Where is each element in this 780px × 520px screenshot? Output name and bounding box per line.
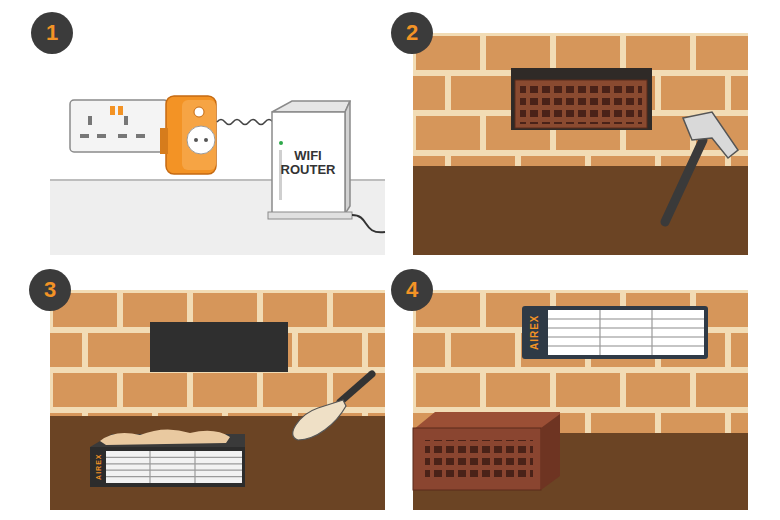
callout-number: 2 xyxy=(406,22,418,44)
divider xyxy=(651,310,652,355)
slat xyxy=(548,327,704,328)
callout-number: 4 xyxy=(406,279,418,301)
step-badge: 4 xyxy=(390,268,434,312)
divider xyxy=(149,451,150,483)
panel-one xyxy=(50,55,385,255)
callout-number: 3 xyxy=(44,279,56,301)
callout-number: 1 xyxy=(46,22,58,44)
divider xyxy=(599,310,600,355)
badge-circle xyxy=(31,12,73,54)
brand-label: AIREX xyxy=(94,454,101,480)
slat xyxy=(106,470,242,471)
brand-label: AIREX xyxy=(530,314,541,350)
slat xyxy=(548,345,704,346)
slat xyxy=(548,336,704,337)
badge-circle xyxy=(391,12,433,54)
panel-four xyxy=(413,290,748,510)
vent-dividers xyxy=(150,310,652,483)
panel-two xyxy=(413,33,748,255)
badge-circle xyxy=(391,269,433,311)
slat xyxy=(548,318,704,319)
slat xyxy=(106,457,242,458)
step-badge: 2 xyxy=(390,11,434,55)
slat xyxy=(106,476,242,477)
step-badge: 1 xyxy=(30,11,74,55)
divider xyxy=(194,451,195,483)
badge-circle xyxy=(29,269,71,311)
step-badge: 3 xyxy=(28,268,72,312)
slat xyxy=(106,463,242,464)
device-label: WIFI ROUTER xyxy=(277,149,339,176)
panel-three xyxy=(50,290,385,510)
vent-slats xyxy=(106,319,704,477)
